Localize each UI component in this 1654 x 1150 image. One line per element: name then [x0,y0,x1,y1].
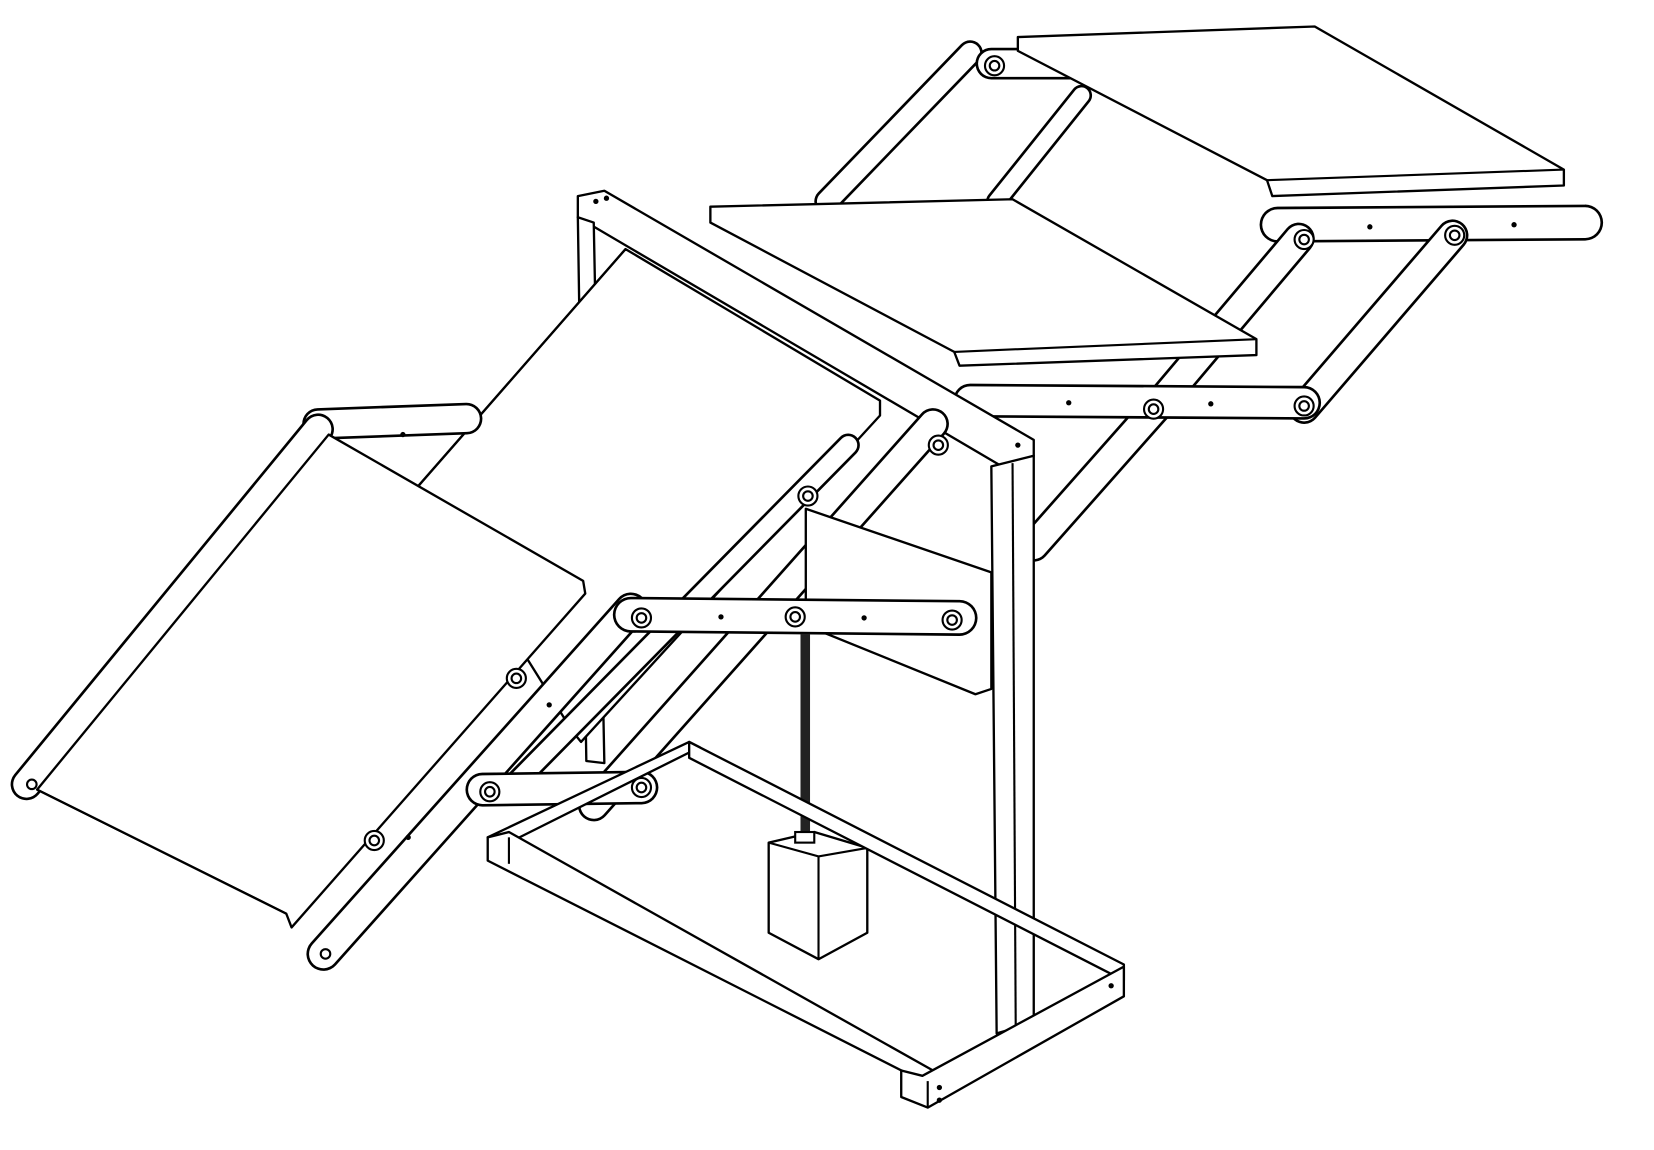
pivot-bolt [983,55,1006,77]
upper-middle-panel [709,198,1258,367]
rod [800,633,811,836]
top-right-panel [1016,25,1566,198]
counterweight-block [767,830,869,961]
base-frame [486,740,1126,1109]
